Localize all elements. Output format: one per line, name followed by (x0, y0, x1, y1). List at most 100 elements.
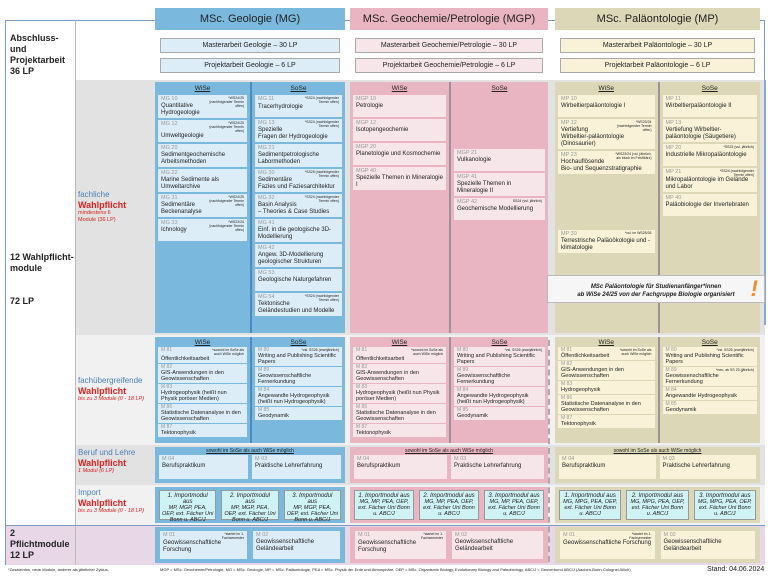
semester-label-sose: SoSe (701, 339, 718, 346)
label-abschluss: Abschluss- und Projektarbeit 36 LP (10, 33, 66, 76)
module-note: *SS23 (vsl. jährlich) (723, 145, 754, 149)
import-body: MG, MP, PEA, OEP, ext. Fächer Uni Bonn u… (488, 499, 540, 517)
module-card[interactable]: *WS23/24 (nachfolgender Termin offen)MP … (558, 119, 655, 149)
section-ueber-mgp: WiSe*sowohl im SoSe als auch WiSe möglic… (350, 337, 548, 443)
module-title: Praktische Lehrerfahrung (454, 463, 522, 469)
module-card[interactable]: *WS23/24 (vsl. jährlich, als block im Fe… (558, 151, 655, 174)
dashed-divider (548, 340, 550, 562)
module-card[interactable]: *WS24/25 (nachfolgender Termin offen)MG … (158, 194, 247, 217)
module-card[interactable]: *WS24/25 (nachfolgender Termin offen)MG … (158, 95, 247, 118)
module-card[interactable]: *WS24/25 (nachfolgender Termin offen)MG … (158, 120, 247, 142)
module-code: MG 31 (161, 195, 178, 201)
exclamation-icon: ! (750, 276, 758, 301)
module-code: MGP 12 (356, 120, 377, 126)
module-code: M 01 (563, 532, 576, 538)
module-code: MG 41 (258, 220, 275, 226)
module-code: M 04 (562, 456, 575, 462)
row-title: Import (78, 488, 101, 497)
module-title: Hydrogeophysik (heißt nun Physik poröser… (161, 390, 227, 402)
module-title: Ichnology (161, 227, 187, 233)
module-title: Statistische Datenanalyse in den Geowiss… (161, 410, 241, 422)
module-title: Petrologie (356, 103, 384, 109)
module-card[interactable]: *WS23/24 (nachfolgender Termin offen)MG … (158, 219, 247, 241)
module-code: MGP 42 (457, 199, 478, 205)
